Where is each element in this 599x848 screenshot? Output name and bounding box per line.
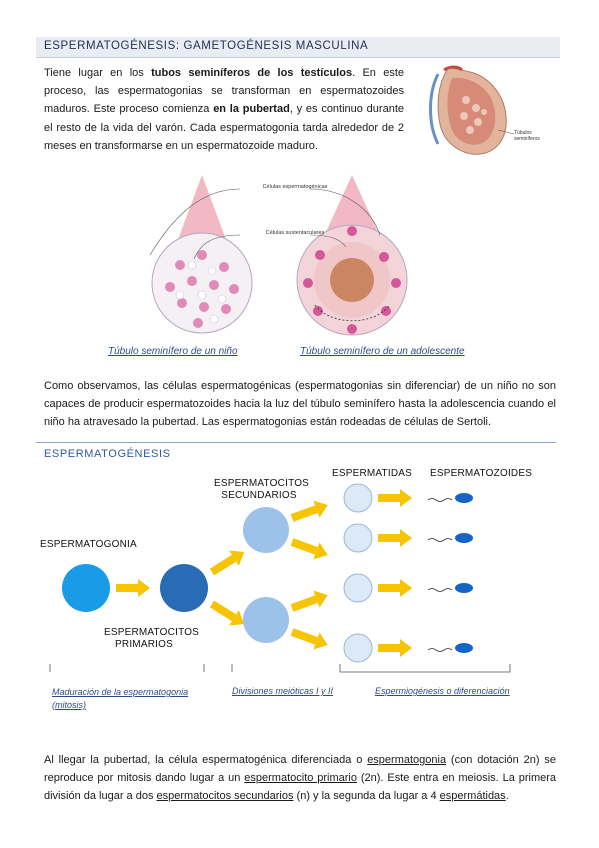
closing-text-4: (n) y la segunda da lugar a 4 (293, 790, 440, 803)
caption-adolescent-tubule: Túbulo seminífero de un adolescente (300, 346, 465, 357)
closing-text-1: Al llegar la pubertad, la célula esperma… (44, 754, 368, 766)
sperm-4 (427, 643, 473, 653)
closing-text-2: (con dotación 2n) se reproduce por mitos… (44, 754, 557, 785)
observation-paragraph: Como observamos, las células espermatogé… (44, 380, 556, 429)
closing-text-3: (2n). Este entra en meiosis. La primera … (44, 772, 557, 803)
term-spermatogonia: espermatogonia (367, 754, 447, 766)
primary-spermatocyte-cell (160, 564, 208, 612)
sperm-3 (427, 583, 473, 593)
tubules-illustration (149, 175, 408, 336)
intro-text-3: , y es continuo durante el resto de la v… (44, 103, 404, 152)
intro-text-2: . En este proceso, las espermatogonias s… (44, 67, 404, 116)
term-spermatids: espermátidas (439, 790, 506, 803)
closing-text-5: . (505, 790, 509, 803)
term-secondary-spermatocytes: espermatocitos secundarios (156, 790, 294, 803)
section-title: ESPERMATOGÉNESIS: GAMETOGÉNESIS MASCULIN… (44, 40, 369, 52)
intro-paragraph: Tiene lugar en los tubos seminíferos de … (44, 64, 404, 155)
intro-text-1: Tiene lugar en los (44, 67, 152, 79)
intro-bold-1: tubos seminíferos de los testículos (151, 67, 353, 79)
term-primary-spermatocyte: espermatocito primario (244, 772, 357, 785)
stage-spermiogenesis: Espermiogénesis o diferenciación (375, 686, 510, 696)
stage-maturation: Maduración de la espermatogonia (mitosis… (52, 687, 189, 710)
section-divider (36, 442, 556, 443)
label-cells-spermatogenic: Células espermatogénicas (262, 184, 328, 190)
secondary-spermatocyte-bottom (243, 597, 289, 643)
label-secondary-spermatocytes: ESPERMATOCITOS SECUNDARIOS (214, 478, 310, 501)
label-spermatogonia: ESPERMATOGONIA (40, 539, 137, 550)
label-primary-spermatocytes: ESPERMATOCITOS PRIMARIOS (104, 627, 200, 650)
testis-label: Túbulos seminíferos (514, 130, 540, 142)
stage-meiosis: Divisiones meióticas I y II (232, 686, 334, 696)
section2-title: ESPERMATOGÉNESIS (44, 448, 171, 460)
sperm-1 (427, 493, 473, 503)
testis-illustration (429, 65, 515, 155)
intro-bold-2: en la pubertad (213, 103, 290, 116)
spermatogonia-cell (62, 564, 110, 612)
label-cells-sustentacular: Células sustentaculares (265, 230, 325, 236)
caption-child-tubule: Túbulo seminífero de un niño (108, 346, 238, 357)
label-spermatozoa: ESPERMATOZOIDES (430, 468, 533, 479)
closing-paragraph: Al llegar la pubertad, la célula esperma… (44, 751, 556, 806)
label-spermatids: ESPERMATIDAS (331, 468, 412, 479)
secondary-spermatocyte-top (243, 507, 289, 553)
sperm-2 (427, 533, 473, 543)
section-header-bar: ESPERMATOGÉNESIS: GAMETOGÉNESIS MASCULIN… (36, 37, 560, 58)
spermatogenesis-diagram (49, 483, 511, 673)
